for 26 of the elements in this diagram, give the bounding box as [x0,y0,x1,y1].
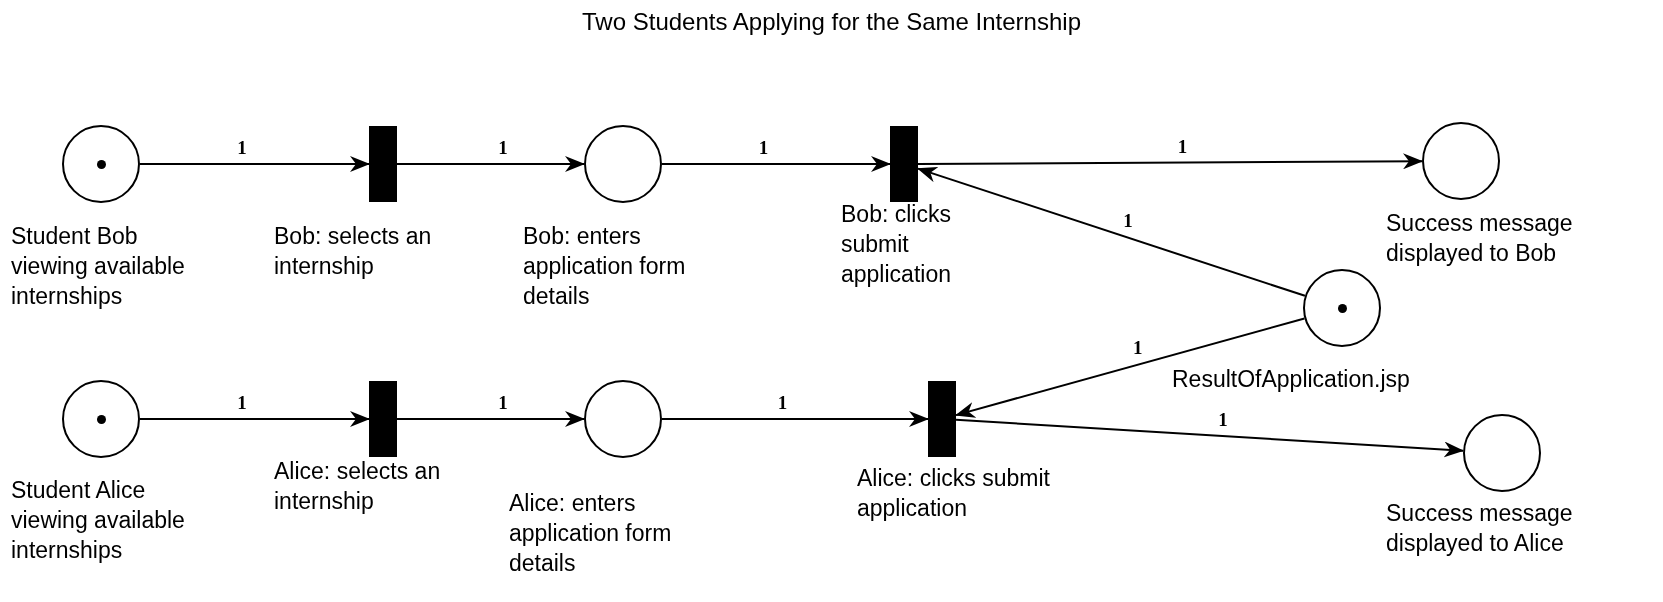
node-caption: Bob: enters application form details [523,222,687,311]
arrow [917,166,1306,297]
diagram-title: Two Students Applying for the Same Internship [581,8,1082,36]
node-caption: Student Alice viewing available internships [11,476,186,565]
arrow [955,418,1465,458]
arrow [396,156,585,172]
transition-bar [369,126,397,202]
transition-bar [890,126,918,202]
node-caption: Student Bob viewing available internships [11,222,186,311]
arrow [396,411,585,427]
arrow [661,411,929,427]
node-caption: Success message displayed to Alice [1386,499,1574,558]
node-caption: Alice: clicks submit application [857,464,1051,523]
arrow [139,411,370,427]
node-caption: Bob: clicks submit application [841,200,952,289]
arrow [139,156,370,172]
transition-bar [928,381,956,457]
transition-bar [369,381,397,457]
node-caption: Bob: selects an internship [274,222,433,281]
arrow [955,317,1306,418]
node-caption: Success message displayed to Bob [1386,209,1574,268]
arrow [917,153,1423,170]
node-caption: Alice: selects an internship [274,457,442,516]
arrow [661,156,891,172]
node-caption: Alice: enters application form details [509,489,673,578]
node-caption: ResultOfApplication.jsp [1172,365,1411,394]
